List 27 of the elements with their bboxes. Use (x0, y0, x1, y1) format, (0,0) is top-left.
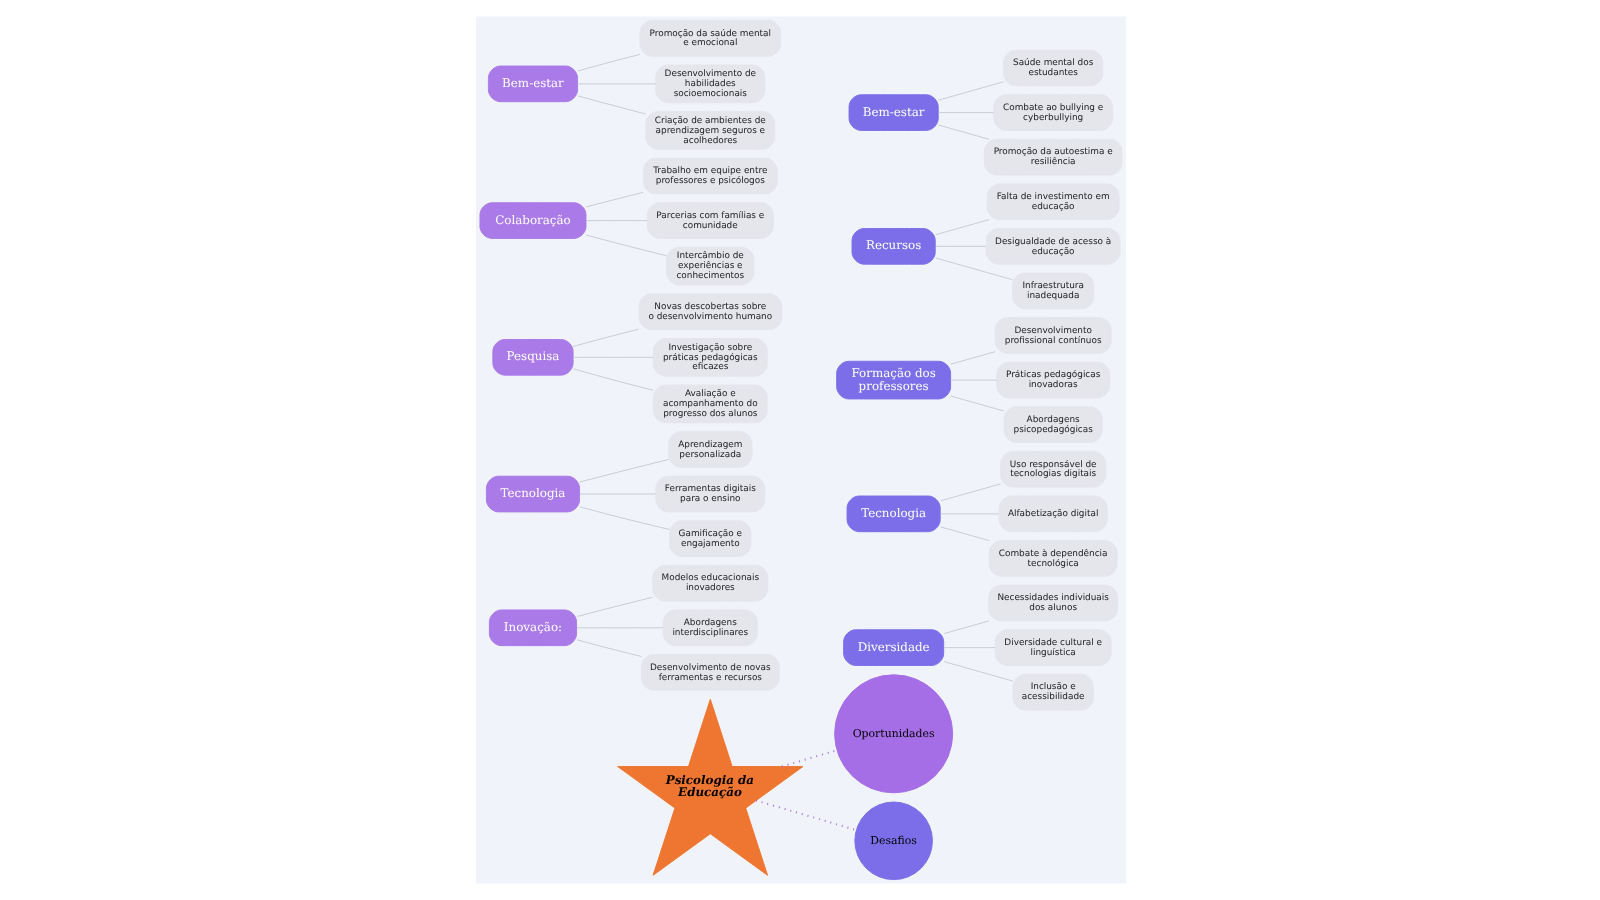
connector (949, 395, 1004, 412)
connector (934, 219, 989, 236)
connector (937, 81, 1004, 101)
connector (576, 53, 640, 72)
connector (575, 639, 641, 657)
connector (578, 506, 670, 530)
connector (937, 124, 989, 140)
connector (779, 749, 837, 768)
connector (937, 112, 993, 114)
connector (942, 661, 1013, 682)
connector (584, 234, 666, 257)
connector (572, 368, 653, 391)
connector (939, 483, 1001, 502)
connector (949, 351, 995, 365)
connector (584, 220, 647, 222)
connector (939, 526, 989, 542)
connector (942, 647, 995, 649)
connector (754, 799, 857, 832)
connector (934, 245, 986, 247)
connector (578, 458, 669, 483)
connector (576, 95, 646, 115)
connector (571, 356, 653, 358)
connector (571, 328, 639, 347)
connector (584, 191, 643, 208)
connector (942, 620, 989, 635)
connector (934, 257, 1012, 281)
connector (575, 596, 653, 617)
